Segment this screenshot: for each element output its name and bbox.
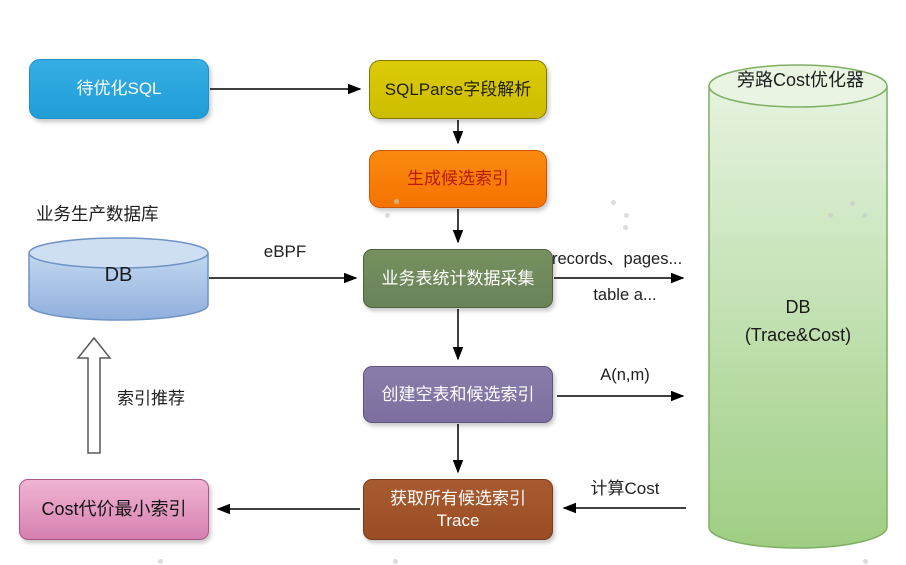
- node-sql-parse-label: SQLParse字段解析: [384, 79, 532, 99]
- node-sql-parse: SQLParse字段解析: [369, 60, 547, 119]
- prod-db-caption: 业务生产数据库: [36, 204, 159, 224]
- prod-db-cylinder: [28, 237, 209, 321]
- edge-label-ebpf: eBPF: [263, 242, 307, 261]
- node-get-trace-line2: Trace: [436, 510, 480, 530]
- decorative-dot: [385, 213, 390, 218]
- decorative-dot: [623, 225, 628, 230]
- decorative-dot: [863, 559, 868, 564]
- bypass-db-label: DB (Trace&Cost): [709, 294, 887, 350]
- decorative-dot: [394, 199, 399, 204]
- node-sql-input-label: 待优化SQL: [76, 79, 162, 99]
- decorative-dot: [158, 559, 163, 564]
- decorative-dot: [862, 213, 867, 218]
- node-sql-input: 待优化SQL: [29, 59, 209, 119]
- decorative-dot: [850, 201, 855, 206]
- node-create-table: 创建空表和候选索引: [363, 366, 553, 423]
- node-min-cost: Cost代价最小索引: [19, 479, 209, 540]
- node-create-table-label: 创建空表和候选索引: [381, 384, 535, 404]
- index-recommendation-block-arrow: [76, 336, 112, 454]
- edge-label-table-a: table a...: [593, 286, 657, 304]
- decorative-dot: [611, 200, 616, 205]
- edge-label-index-recommendation: 索引推荐: [117, 389, 185, 408]
- edge-label-calc-cost: 计算Cost: [590, 479, 660, 498]
- node-get-trace: 获取所有候选索引 Trace: [363, 479, 553, 540]
- bypass-db-cylinder: [708, 64, 888, 549]
- edge-label-anm: A(n,m): [600, 366, 650, 384]
- node-stats-collect: 业务表统计数据采集: [363, 249, 553, 308]
- decorative-dot: [828, 213, 833, 218]
- decorative-dot: [393, 559, 398, 564]
- node-get-trace-line1: 获取所有候选索引: [390, 489, 526, 509]
- bypass-db-label-line1: DB: [785, 297, 811, 317]
- prod-db-label: DB: [104, 264, 133, 286]
- decorative-dot: [624, 213, 629, 218]
- node-min-cost-label: Cost代价最小索引: [41, 499, 187, 520]
- edge-label-records-pages: records、pages...: [552, 250, 683, 268]
- bypass-db-label-line2: (Trace&Cost): [744, 324, 852, 345]
- bypass-db-title: 旁路Cost优化器: [737, 70, 865, 90]
- node-gen-candidate-label: 生成候选索引: [407, 169, 509, 189]
- node-stats-collect-label: 业务表统计数据采集: [381, 268, 535, 288]
- node-gen-candidate: 生成候选索引: [369, 150, 547, 208]
